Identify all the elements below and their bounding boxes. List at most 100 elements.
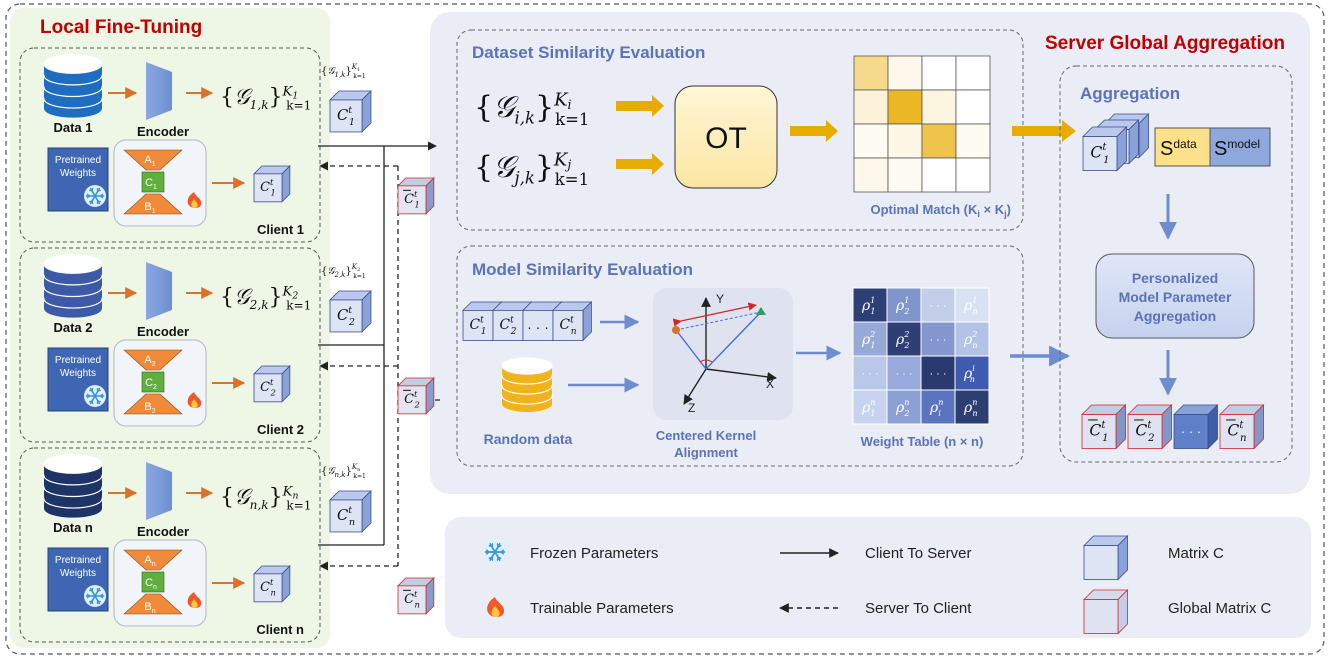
encoder-label: Encoder: [137, 124, 189, 139]
snowflake-icon: [483, 540, 507, 564]
weight-table-caption: Weight Table (n × n): [861, 434, 984, 449]
heatmap-cell: [888, 90, 922, 124]
legend-client-to-server: Client To Server: [865, 545, 971, 562]
weight-ellipsis: · · ·: [929, 334, 946, 346]
heatmap-cell: [888, 56, 922, 90]
data-label: Data n: [53, 520, 93, 535]
dataset-similarity-title: Dataset Similarity Evaluation: [472, 43, 705, 62]
client-label: Client n: [256, 622, 304, 637]
global-matrix-c-cube-icon: [1084, 590, 1128, 634]
database-icon: [44, 255, 102, 318]
snowflake-icon: [483, 540, 507, 564]
client-label: Client 1: [257, 222, 304, 237]
weights-label: Pretrained: [55, 355, 101, 366]
database-icon: [44, 55, 102, 118]
weights-label: Pretrained: [55, 155, 101, 166]
model-similarity-title: Model Similarity Evaluation: [472, 260, 693, 279]
random-data-database: [502, 358, 552, 412]
output-ellipsis: · · ·: [1181, 424, 1201, 439]
heatmap-cell: [922, 90, 956, 124]
legend-server-to-client: Server To Client: [865, 600, 972, 617]
s-model-box: Smodel: [1210, 128, 1270, 166]
client-label: Client 2: [257, 422, 304, 437]
legend-frozen: Frozen Parameters: [530, 545, 658, 562]
cka-label-1: Centered Kernel: [656, 428, 756, 443]
global-matrix-c-cube: [1084, 590, 1128, 634]
heatmap-cell: [922, 158, 956, 192]
personalized-label-2: Model Parameter: [1119, 289, 1232, 305]
weight-ellipsis: · · ·: [929, 300, 946, 312]
stack-ellipsis: · · ·: [527, 319, 549, 335]
heatmap-cell: [854, 124, 888, 158]
axis-y-label: Y: [716, 292, 724, 306]
personalized-label-3: Aggregation: [1134, 308, 1216, 324]
encoder-icon: [146, 62, 172, 120]
weight-ellipsis: · · ·: [861, 368, 878, 380]
cka-label-2: Alignment: [674, 445, 738, 460]
encoder-icon: [146, 262, 172, 320]
weights-label: Pretrained: [55, 555, 101, 566]
snowflake-icon: [84, 185, 106, 207]
heatmap-cell: [956, 158, 990, 192]
heatmap-cell: [854, 90, 888, 124]
legend-global-matrix-c: Global Matrix C: [1168, 600, 1272, 617]
optimal-match-heatmap: [854, 56, 990, 192]
heatmap-cell: [888, 158, 922, 192]
weight-ellipsis: · · ·: [895, 368, 912, 380]
personalized-label-1: Personalized: [1132, 270, 1218, 286]
cka-plot: Y X Z: [653, 288, 793, 420]
local-fine-tuning-title: Local Fine-Tuning: [40, 17, 202, 38]
encoder-icon: [146, 462, 172, 520]
encoder-label: Encoder: [137, 524, 189, 539]
weights-label: Weights: [60, 368, 96, 379]
heatmap-cell: [854, 158, 888, 192]
heatmap-cell: [922, 56, 956, 90]
s-data-box: Sdata: [1155, 128, 1210, 166]
ot-label: OT: [705, 122, 747, 155]
matrix-c-cube-icon: [1084, 536, 1128, 580]
legend-matrix-c: Matrix C: [1168, 545, 1224, 562]
snowflake-icon: [84, 585, 106, 607]
database-icon: [44, 455, 102, 518]
heatmap-cell: [956, 90, 990, 124]
aggregation-title: Aggregation: [1080, 84, 1180, 103]
axis-x-label: X: [766, 377, 774, 391]
heatmap-cell: [922, 124, 956, 158]
encoder-label: Encoder: [137, 324, 189, 339]
heatmap-cell: [888, 124, 922, 158]
weights-label: Weights: [60, 168, 96, 179]
weight-ellipsis: · · ·: [929, 368, 946, 380]
optimal-match-caption: Optimal Match (Ki × Kj): [871, 202, 1012, 219]
data-label: Data 1: [53, 120, 92, 135]
legend-panel: Frozen Parameters Trainable Parameters C…: [445, 517, 1311, 638]
legend-trainable: Trainable Parameters: [530, 600, 674, 617]
server-panel: Server Global Aggregation Dataset Simila…: [430, 12, 1310, 494]
heatmap-cell: [956, 56, 990, 90]
server-title: Server Global Aggregation: [1045, 33, 1285, 54]
axis-z-label: Z: [688, 401, 695, 415]
matrix-c-cube: [1084, 536, 1128, 580]
heatmap-cell: [956, 124, 990, 158]
snowflake-icon: [84, 385, 106, 407]
random-data-icon: [502, 358, 552, 412]
heatmap-cell: [854, 56, 888, 90]
data-label: Data 2: [53, 320, 92, 335]
